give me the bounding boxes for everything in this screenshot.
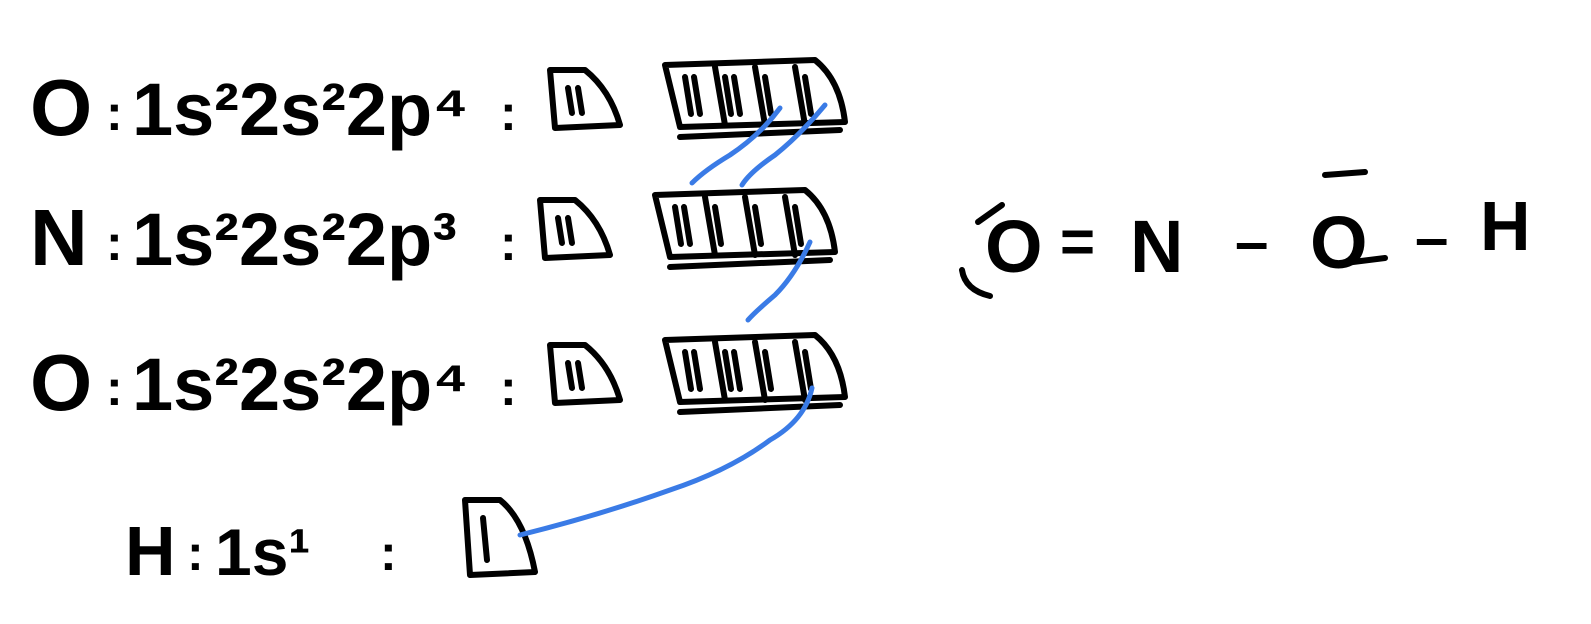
orbital-box-2s2p bbox=[662, 332, 848, 415]
electron-mark bbox=[802, 349, 814, 392]
electron-mark bbox=[731, 349, 743, 392]
separator: : bbox=[380, 525, 397, 581]
cell-divider bbox=[712, 339, 728, 403]
bond-line-0 bbox=[689, 105, 783, 186]
electron-mark bbox=[480, 515, 490, 563]
atom-row-0: O:1s²2s²2p⁴: bbox=[30, 57, 848, 152]
electron-mark bbox=[752, 204, 764, 247]
cell-divider bbox=[782, 194, 798, 258]
separator: : bbox=[106, 215, 123, 271]
electron-mark bbox=[802, 74, 814, 117]
lone-pair-bottom bbox=[959, 267, 993, 299]
bond-double: = bbox=[1060, 208, 1095, 275]
electron-mark bbox=[682, 74, 694, 117]
structure-atom-o2: O bbox=[1310, 201, 1368, 284]
electron-config: 1s²2s²2p⁴ bbox=[132, 68, 469, 151]
electron-mark bbox=[565, 85, 575, 116]
orbital-box-2s2p bbox=[652, 187, 838, 270]
separator: : bbox=[500, 85, 517, 141]
electron-mark bbox=[762, 349, 774, 392]
bond-single-2: – bbox=[1415, 204, 1448, 271]
electron-mark bbox=[762, 74, 774, 117]
lone-pair-top bbox=[975, 202, 1005, 225]
separator: : bbox=[106, 85, 123, 141]
orbital-box-1s bbox=[462, 497, 538, 578]
cell-divider bbox=[792, 64, 808, 128]
orbital-box-1s bbox=[537, 197, 613, 261]
structure-atom-h: H bbox=[1480, 187, 1531, 265]
electron-mark bbox=[555, 215, 565, 246]
orbital-box-1s bbox=[547, 67, 623, 131]
lone-pair-top-o2 bbox=[1322, 169, 1368, 178]
cell-divider bbox=[712, 64, 728, 128]
bond-single-1: – bbox=[1235, 208, 1268, 275]
cell-divider bbox=[702, 194, 718, 258]
cell-divider bbox=[742, 194, 758, 258]
electron-mark bbox=[722, 74, 734, 117]
lone-pair-bottom-o2 bbox=[1342, 255, 1388, 266]
bond-line-2 bbox=[745, 239, 813, 323]
electron-mark bbox=[575, 85, 585, 116]
electron-mark bbox=[672, 204, 684, 247]
bond-line-1 bbox=[739, 102, 828, 188]
structure-atom-o1: O bbox=[985, 205, 1043, 288]
atom-row-3: H:1s¹: bbox=[125, 497, 538, 590]
electron-mark bbox=[731, 74, 743, 117]
orbital-box-1s bbox=[547, 342, 623, 406]
electron-config: 1s²2s²2p³ bbox=[132, 198, 457, 281]
orbital-box-2s2p bbox=[662, 57, 848, 140]
electron-mark bbox=[681, 204, 693, 247]
electron-mark bbox=[691, 74, 703, 117]
electron-mark bbox=[682, 349, 694, 392]
bond-line-3 bbox=[517, 385, 815, 538]
electron-mark bbox=[691, 349, 703, 392]
electron-mark bbox=[792, 204, 804, 247]
cell-divider bbox=[792, 339, 808, 403]
structure-atom-n: N bbox=[1130, 205, 1183, 288]
atom-row-1: N:1s²2s²2p³: bbox=[30, 187, 838, 282]
electron-mark bbox=[712, 204, 724, 247]
electron-mark bbox=[565, 215, 575, 246]
separator: : bbox=[500, 215, 517, 271]
electron-mark bbox=[575, 360, 585, 391]
electron-config: 1s²2s²2p⁴ bbox=[132, 343, 469, 426]
atom-symbol: O bbox=[30, 63, 92, 152]
electron-config: 1s¹ bbox=[215, 515, 310, 589]
separator: : bbox=[187, 525, 204, 581]
cell-divider bbox=[752, 339, 768, 403]
separator: : bbox=[106, 360, 123, 416]
atom-symbol: H bbox=[125, 512, 176, 590]
atom-symbol: O bbox=[30, 338, 92, 427]
bond-lines bbox=[517, 102, 828, 538]
atom-row-2: O:1s²2s²2p⁴: bbox=[30, 332, 848, 427]
separator: : bbox=[500, 360, 517, 416]
structural-formula: O = N – O – H bbox=[959, 169, 1531, 299]
atom-symbol: N bbox=[30, 193, 88, 282]
cell-divider bbox=[752, 64, 768, 128]
electron-mark bbox=[565, 360, 575, 391]
electron-mark bbox=[722, 349, 734, 392]
